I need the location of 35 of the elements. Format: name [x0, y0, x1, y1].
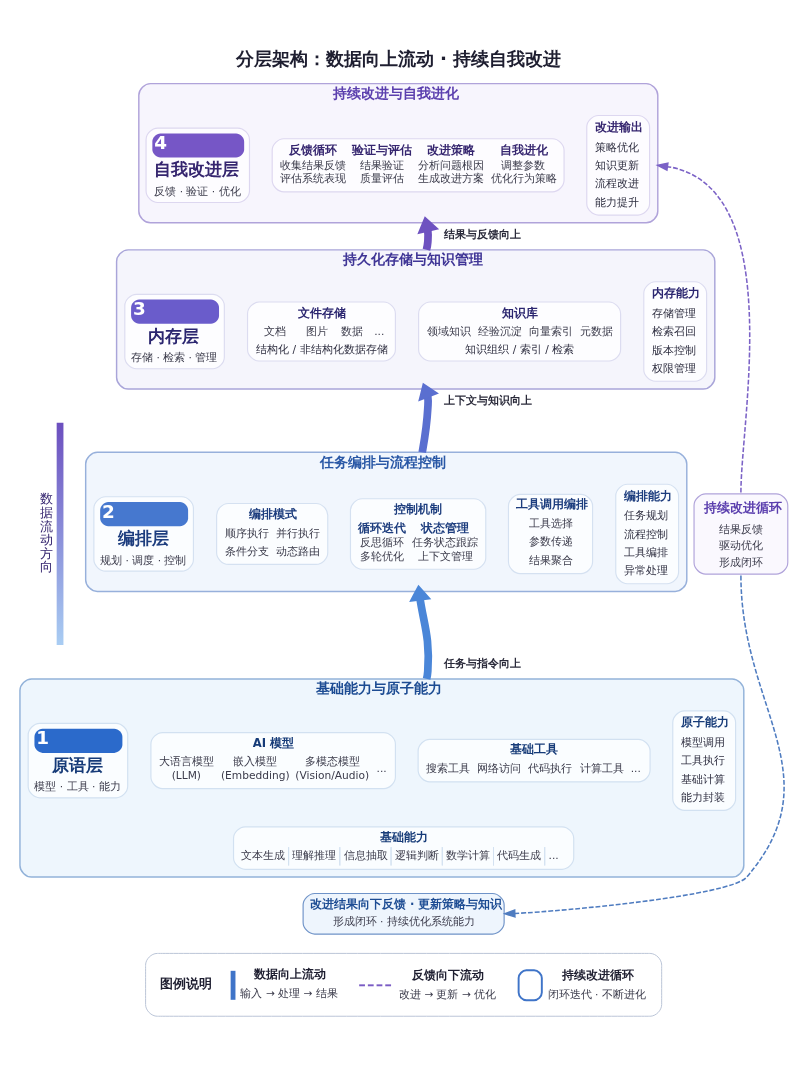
node-box: 4 自我改进层 反馈 · 验证 · 优化	[145, 127, 251, 204]
arrow	[417, 216, 440, 251]
arrow	[418, 382, 439, 453]
edge-label: 上下文与知识向上	[443, 394, 532, 408]
label: 数据流动方向	[40, 491, 54, 575]
node-box: 工具调用编排 工具选择 参数传递 结果聚合	[507, 493, 594, 575]
node-box: 3 内存层 存储 · 检索 · 管理	[124, 293, 225, 370]
label: 闭环迭代 · 不断进化	[547, 987, 646, 1001]
legend-label: 反馈向下流动	[412, 967, 485, 982]
node-box: 编排模式 顺序执行 并行执行 条件分支 动态路由	[216, 502, 329, 565]
node-box: 内存能力 存储管理 检索召回 版本控制 权限管理	[643, 281, 708, 382]
node-box: 持续改进循环 结果反馈 驱动优化 形成闭环	[693, 493, 789, 575]
node-box: 基础工具 搜索工具 网络访问 代码执行 计算工具 ...	[417, 738, 651, 783]
node-box: 知识库 领域知识 经验沉淀 向量索引 元数据 知识组织 / 索引 / 检索	[418, 301, 622, 362]
label: 改进 → 更新 → 优化	[398, 987, 497, 1001]
node-box: 2 编排层 规划 · 调度 · 控制	[93, 496, 194, 572]
node-box: 改进输出 策略优化 知识更新 流程改进 能力提升	[586, 114, 651, 216]
node-box: 原子能力 模型调用 工具执行 基础计算 能力封装	[672, 710, 737, 811]
edge-label: 任务与指令向上	[443, 657, 521, 671]
arrow	[655, 162, 751, 494]
legend-label: 数据向上流动	[253, 967, 326, 982]
node-box: 1 原语层 模型 · 工具 · 能力	[27, 722, 129, 799]
label: 输入 → 处理 → 结果	[240, 987, 338, 1001]
edge-label: 结果与反馈向上	[443, 228, 521, 242]
node-box: 改进结果向下反馈 · 更新策略与知识 形成闭环 · 持续优化系统能力	[302, 892, 505, 935]
node-box: 文件存储 文档 图片 数据 ... 结构化 / 非结构化数据存储	[246, 301, 396, 362]
node-box: 基础能力 文本生成 理解推理 信息抽取 逻辑判断 数学计算 代码生成 ...	[232, 826, 575, 870]
legend-label: 持续改进循环	[561, 967, 634, 982]
node-box: 反馈循环 收集结果反馈 评估系统表现 验证与评估 结果验证 质量评估 改进策略 分析问题根因 生成改进方案 自我进化 调整参数 优化行为策略	[271, 138, 565, 193]
arrow	[409, 584, 433, 680]
arrow	[502, 574, 785, 918]
node-box: 控制机制 循环迭代 反思循环 多轮优化 状态管理 任务状态跟踪 上下文管理	[349, 498, 487, 570]
node-box: 编排能力 任务规划 流程控制 工具编排 异常处理	[615, 483, 680, 585]
label: 图例说明	[160, 975, 213, 991]
diagram-title: 分层架构：数据向上流动 · 持续自我改进	[235, 48, 562, 70]
